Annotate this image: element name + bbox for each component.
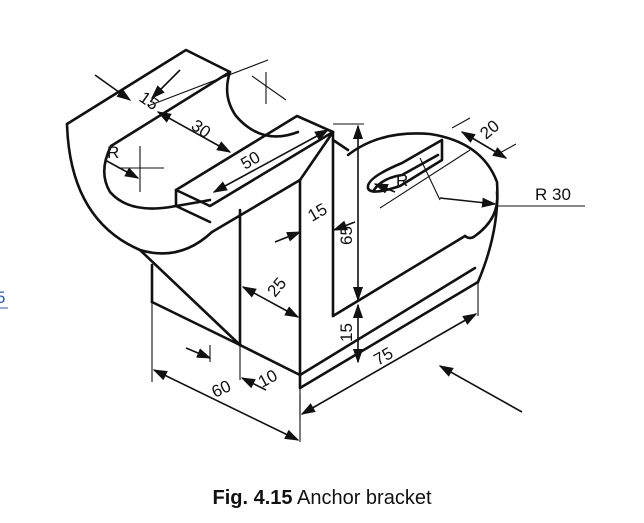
dim-r-hole-arrow (373, 183, 396, 194)
dim-15-web: 15 (305, 200, 331, 226)
dim-r-cradle: R (107, 143, 119, 162)
cradle-inner-arc (102, 144, 212, 210)
dim-30: 30 (188, 116, 214, 142)
dim-20-arrow (460, 131, 508, 159)
figure-number: Fig. 4.15 (212, 487, 293, 509)
dim-r30-arrow (439, 197, 497, 208)
dim-20: 20 (476, 116, 503, 143)
dim-10: 10 (255, 366, 281, 392)
web-top-bevel (298, 130, 335, 182)
dim-25-arrow (241, 286, 300, 318)
dim-10-arrow (185, 347, 212, 359)
centerline-cross (251, 72, 287, 104)
figure-caption: Fig. 4.15 Anchor bracket (0, 487, 644, 510)
center-lines (118, 59, 585, 442)
dim-60-arrow (152, 369, 300, 441)
dim-15-top-arrow (94, 74, 132, 101)
dim-r-arrow (104, 159, 140, 179)
dim-r30: R 30 (535, 185, 571, 204)
dim-50-arrow (212, 129, 330, 193)
dimension-labels: 15 30 R 50 15 65 25 15 10 60 75 20 R R 3… (107, 88, 571, 402)
centerline-cradle-top (147, 59, 269, 107)
base-web-junction (331, 138, 350, 152)
centerline-slot (379, 149, 471, 209)
dim-75-arrow (300, 313, 478, 415)
edge-fragment: 5 (0, 288, 5, 307)
cradle-top-left-face (65, 48, 232, 148)
base-right-top (331, 234, 467, 318)
ext-10 (209, 345, 241, 380)
anchor-bracket-drawing: 15 30 R 50 15 65 25 15 10 60 75 20 R R 3… (0, 48, 585, 442)
cradle-ledge-side (174, 188, 212, 224)
base-rounded-end (346, 132, 499, 284)
dim-15-web-arrow (274, 231, 302, 243)
dim-75: 75 (371, 344, 397, 370)
slot-outline (366, 138, 444, 193)
dim-r-hole: R (396, 171, 408, 190)
dim-15-base: 15 (337, 323, 356, 342)
dim-65: 65 (337, 226, 356, 245)
cradle-front-face (65, 122, 302, 255)
figure-title: Anchor bracket (296, 487, 432, 509)
dim-15-web-arrow-b (332, 220, 356, 231)
object-outline (65, 48, 499, 390)
dim-15-top-arrow-b (150, 69, 181, 100)
centerline-cradle-front (118, 146, 164, 192)
gusset-diagonal (138, 248, 242, 347)
dim-25: 25 (264, 274, 291, 301)
base-left-top (150, 300, 242, 347)
cradle-back-arc (225, 70, 300, 138)
dimension-arrows (94, 69, 523, 441)
view-direction-arrow (438, 365, 523, 413)
